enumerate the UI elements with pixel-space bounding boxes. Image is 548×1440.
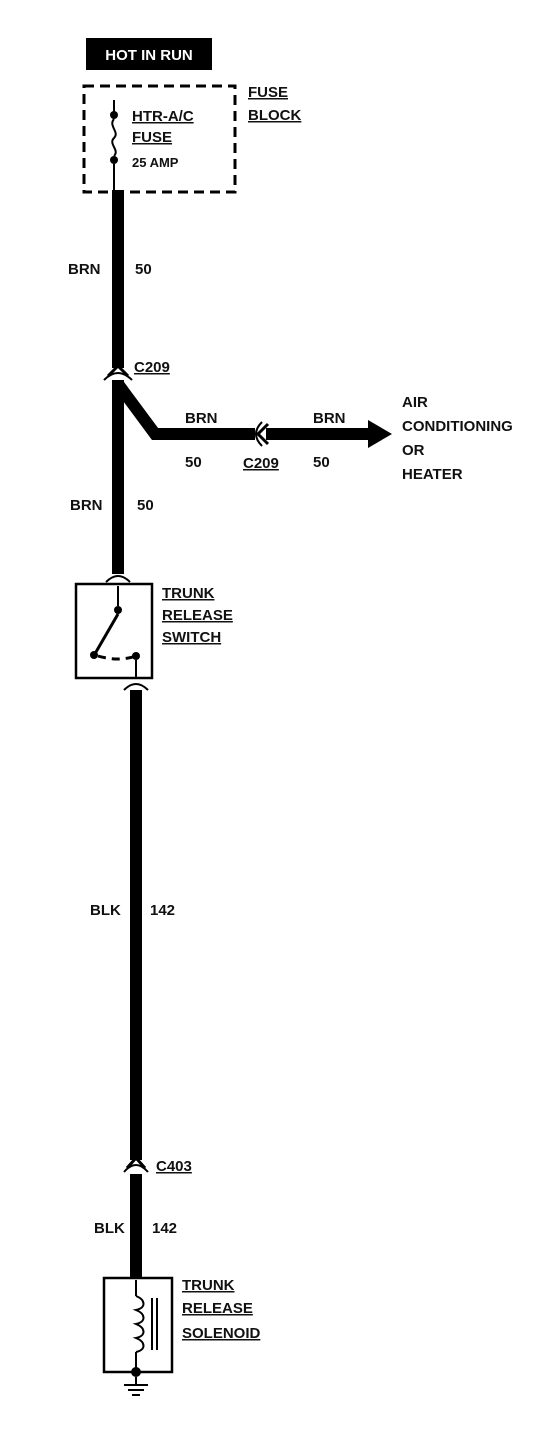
connector-c403: C403 <box>123 1155 192 1175</box>
fuse-terminal-top <box>110 111 118 119</box>
fuse-rating: 25 AMP <box>132 155 179 170</box>
connector-c209-arc <box>103 372 133 381</box>
wire-lower-circuit: 142 <box>150 902 175 919</box>
fuse-block-label-line1: FUSE <box>248 84 288 101</box>
switch-blade-icon <box>94 613 120 653</box>
wire-bottom-circuit: 142 <box>152 1220 177 1237</box>
wire-branch-right-circuit: 50 <box>313 454 330 471</box>
wire-top-color: BRN <box>68 261 101 278</box>
arrow-right-icon <box>368 420 392 448</box>
solenoid-label-line1: TRUNK <box>182 1277 235 1294</box>
fuse-terminal-bottom <box>110 156 118 164</box>
connector-c209-chevron-icon <box>106 363 130 378</box>
switch-label-line2: RELEASE <box>162 607 233 624</box>
switch-contact-bottom <box>132 652 140 660</box>
wire-lower-color: BLK <box>90 902 121 919</box>
connector-c209-branch-label: C209 <box>243 455 279 472</box>
destination-line3: OR <box>402 442 425 459</box>
wire-brn-50-branch-left <box>113 380 255 440</box>
fuse-name-line2: FUSE <box>132 129 172 146</box>
solenoid-label-line2: RELEASE <box>182 1300 253 1317</box>
fuse-block: HTR-A/C FUSE 25 AMP FUSE BLOCK <box>82 84 301 194</box>
connector-c209-main-label: C209 <box>134 359 170 376</box>
switch-pivot <box>90 651 98 659</box>
solenoid-coil-icon <box>132 1295 145 1353</box>
fuse-name-line1: HTR-A/C <box>132 108 194 125</box>
destination-line1: AIR <box>402 394 428 411</box>
switch-label-line3: SWITCH <box>162 629 221 646</box>
connector-c209-branch-chevron-icon <box>255 422 270 446</box>
switch-output-connector-icon <box>123 683 149 691</box>
fuse-block-label-line2: BLOCK <box>248 107 301 124</box>
connector-c403-chevron-icon <box>125 1155 147 1170</box>
switch-label-line1: TRUNK <box>162 585 215 602</box>
wire-top-circuit: 50 <box>135 261 152 278</box>
hot-in-run-header: HOT IN RUN <box>86 38 212 70</box>
connector-c403-arc <box>123 1164 149 1173</box>
solenoid-label-line3: SOLENOID <box>182 1325 261 1342</box>
wire-branch-left-color: BRN <box>185 410 218 427</box>
fuse-element-icon <box>111 118 117 157</box>
connector-c209-main: C209 <box>103 359 170 381</box>
wire-mid-circuit: 50 <box>137 497 154 514</box>
trunk-release-solenoid: TRUNK RELEASE SOLENOID <box>102 1276 261 1396</box>
switch-box <box>74 582 154 680</box>
wire-mid-color: BRN <box>70 497 103 514</box>
wire-branch-left-circuit: 50 <box>185 454 202 471</box>
connector-c403-label: C403 <box>156 1158 192 1175</box>
switch-input-connector-icon <box>105 575 131 583</box>
destination-line4: HEATER <box>402 466 463 483</box>
trunk-release-switch: TRUNK RELEASE SWITCH <box>74 575 233 691</box>
header-label: HOT IN RUN <box>105 47 193 64</box>
connector-c209-branch: C209 <box>243 421 279 472</box>
wire-bottom-color: BLK <box>94 1220 125 1237</box>
wire-branch-right-color: BRN <box>313 410 346 427</box>
switch-contact-top <box>114 606 122 614</box>
header-box <box>86 38 212 70</box>
solenoid-ground-terminal <box>131 1367 141 1377</box>
destination-line2: CONDITIONING <box>402 418 513 435</box>
